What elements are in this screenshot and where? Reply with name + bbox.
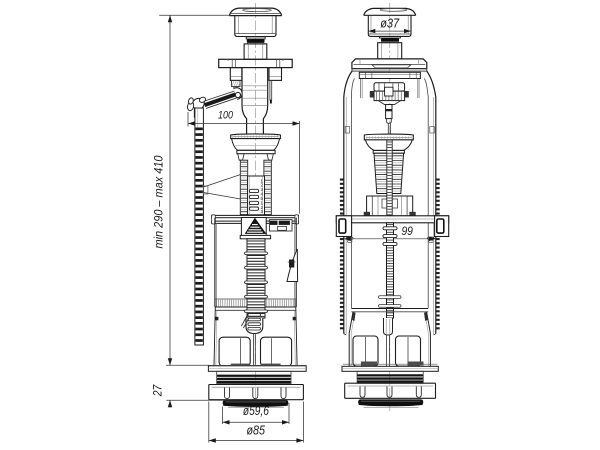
svg-text:ø37: ø37 xyxy=(380,16,400,30)
svg-text:1: 1 xyxy=(261,178,264,183)
svg-text:1: 1 xyxy=(261,200,264,205)
svg-text:2: 2 xyxy=(261,205,264,210)
svg-text:100: 100 xyxy=(218,110,234,122)
svg-text:4: 4 xyxy=(261,192,264,197)
svg-text:27: 27 xyxy=(153,384,165,397)
svg-text:3: 3 xyxy=(261,209,264,214)
svg-text:3: 3 xyxy=(261,187,264,192)
svg-text:99: 99 xyxy=(401,226,413,238)
svg-text:5: 5 xyxy=(261,196,264,201)
svg-text:ø59,6: ø59,6 xyxy=(243,403,270,418)
svg-text:ø85: ø85 xyxy=(246,423,265,438)
svg-text:2: 2 xyxy=(261,183,264,188)
svg-text:min 290 – max 410: min 290 – max 410 xyxy=(151,155,165,248)
